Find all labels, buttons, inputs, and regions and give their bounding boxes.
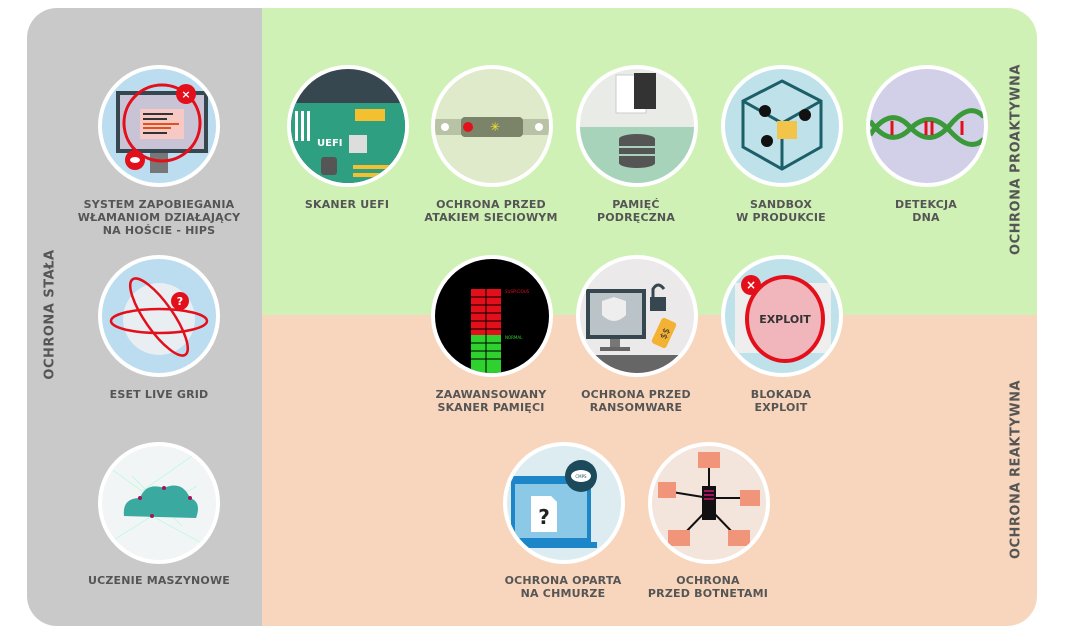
network-tube-icon: ✳ xyxy=(431,65,553,187)
item-label-cache: PAMIĘĆ PODRĘCZNA xyxy=(596,198,676,224)
item-label-exploit: BLOKADA EXPLOIT xyxy=(750,388,812,414)
svg-text:?: ? xyxy=(177,295,183,308)
item-label-botnet: OCHRONA PRZED BOTNETAMI xyxy=(647,574,769,600)
network-cloud-icon xyxy=(98,442,220,564)
item-label-sandbox: SANDBOX W PRODUKCIE xyxy=(736,198,826,224)
svg-text:×: × xyxy=(746,278,756,292)
svg-text:NORMAL: NORMAL xyxy=(505,335,523,340)
item-label-uefi: SKANER UEFI xyxy=(304,198,390,211)
svg-text:SUSPICIOUS: SUSPICIOUS xyxy=(505,289,530,294)
section-label-reactive: OCHRONA REAKTYWNA xyxy=(1008,379,1024,560)
memory-bars-icon: SUSPICIOUS NORMAL xyxy=(431,255,553,377)
item-label-memory: ZAAWANSOWANY SKANER PAMIĘCI xyxy=(435,388,547,414)
item-label-ml: UCZENIE MASZYNOWE xyxy=(87,574,231,587)
item-label-livegrid: ESET LIVE GRID xyxy=(109,388,209,401)
exploit-block-icon: EXPLOIT × xyxy=(721,255,843,377)
cloud-laptop-icon: ? CMPS xyxy=(503,442,625,564)
item-label-cloud: OCHRONA OPARTA NA CHMURZE xyxy=(504,574,622,600)
botnet-icon xyxy=(648,442,770,564)
svg-text:EXPLOIT: EXPLOIT xyxy=(759,313,811,326)
svg-text:$$: $$ xyxy=(659,327,673,342)
item-label-dna: DETEKCJA DNA xyxy=(895,198,957,224)
svg-text:×: × xyxy=(181,88,190,101)
svg-text:✳: ✳ xyxy=(490,120,500,134)
svg-text:?: ? xyxy=(538,505,550,529)
item-label-network: OCHRONA PRZED ATAKIEM SIECIOWYM xyxy=(424,198,558,224)
sandbox-cube-icon xyxy=(721,65,843,187)
item-label-hips: SYSTEM ZAPOBIEGANIA WŁAMANIOM DZIAŁAJĄCY… xyxy=(77,198,241,237)
svg-text:CMPS: CMPS xyxy=(575,474,587,479)
section-label-constant: OCHRONA STAŁA xyxy=(42,249,58,380)
item-label-ransomware: OCHRONA PRZED RANSOMWARE xyxy=(581,388,691,414)
globe-orbit-icon: ? xyxy=(98,255,220,377)
database-icon xyxy=(576,65,698,187)
monitor-with-eye-icon: × xyxy=(98,65,220,187)
section-label-proactive: OCHRONA PROAKTYWNA xyxy=(1008,64,1024,255)
svg-text:UEFI: UEFI xyxy=(317,138,343,149)
shield-monitor-icon: $$ xyxy=(576,255,698,377)
motherboard-icon: UEFI xyxy=(287,65,409,187)
dna-icon xyxy=(866,65,988,187)
